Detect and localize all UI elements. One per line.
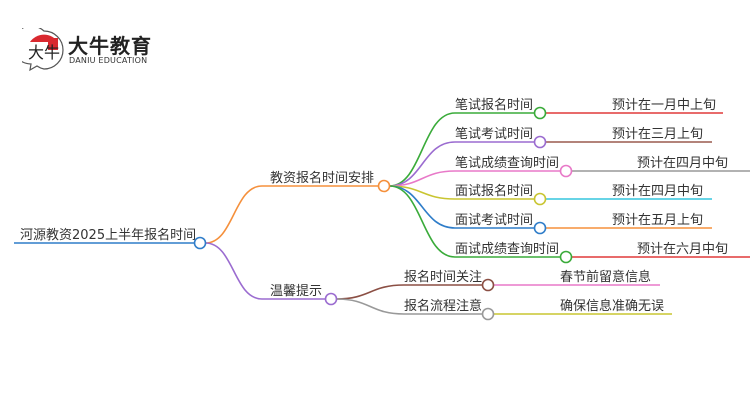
value-node-label: 预计在一月中上旬 xyxy=(612,98,716,113)
child-node-label: 报名时间关注 xyxy=(404,269,482,285)
branch-node-label: 温馨提示 xyxy=(270,283,322,299)
child-node-label: 笔试考试时间 xyxy=(455,126,533,142)
value-node-label: 确保信息准确无误 xyxy=(560,298,664,314)
value-node-label: 预计在四月中旬 xyxy=(612,184,703,199)
child-node-label: 面试成绩查询时间 xyxy=(455,242,559,257)
child-node-label: 面试考试时间 xyxy=(455,213,533,228)
branch-collapse-toggle[interactable] xyxy=(324,292,338,306)
brand-name-en: DANIU EDUCATION xyxy=(69,56,148,65)
value-node-label: 预计在四月中旬 xyxy=(637,156,728,171)
logo-mark-text: 大牛 xyxy=(28,43,60,62)
child-node-label: 面试报名时间 xyxy=(455,183,533,199)
value-node-label: 预计在五月上旬 xyxy=(612,213,703,228)
logo: 大牛 大牛教育 DANIU EDUCATION xyxy=(22,28,182,74)
child-collapse-toggle[interactable] xyxy=(533,192,547,206)
branch-node-label: 教资报名时间安排 xyxy=(270,170,374,186)
branch-to-child-connector xyxy=(336,284,405,300)
root-node-label: 河源教资2025上半年报名时间 xyxy=(20,227,196,243)
brand-name-cn: 大牛教育 xyxy=(68,34,152,58)
root-to-branch-connector xyxy=(205,242,263,300)
child-collapse-toggle[interactable] xyxy=(533,221,547,235)
child-collapse-toggle[interactable] xyxy=(559,164,573,178)
child-node-label: 笔试报名时间 xyxy=(455,97,533,113)
branch-to-child-connector xyxy=(389,141,456,187)
child-collapse-toggle[interactable] xyxy=(481,278,495,292)
child-collapse-toggle[interactable] xyxy=(533,106,547,120)
branch-to-child-connector xyxy=(389,112,456,187)
value-node-label: 预计在三月上旬 xyxy=(612,127,703,142)
child-node-label: 笔试成绩查询时间 xyxy=(455,155,559,171)
value-node-label: 预计在六月中旬 xyxy=(637,242,728,257)
branch-to-child-connector xyxy=(389,185,456,258)
root-to-branch-connector xyxy=(205,185,263,244)
child-collapse-toggle[interactable] xyxy=(481,307,495,321)
root-collapse-toggle[interactable] xyxy=(193,236,207,250)
branch-to-child-connector xyxy=(336,298,405,315)
child-collapse-toggle[interactable] xyxy=(559,250,573,264)
logo-mark-icon: 大牛 xyxy=(22,28,64,72)
value-node-label: 春节前留意信息 xyxy=(560,269,651,285)
child-collapse-toggle[interactable] xyxy=(533,135,547,149)
branch-collapse-toggle[interactable] xyxy=(377,179,391,193)
child-node-label: 报名流程注意 xyxy=(404,298,482,314)
